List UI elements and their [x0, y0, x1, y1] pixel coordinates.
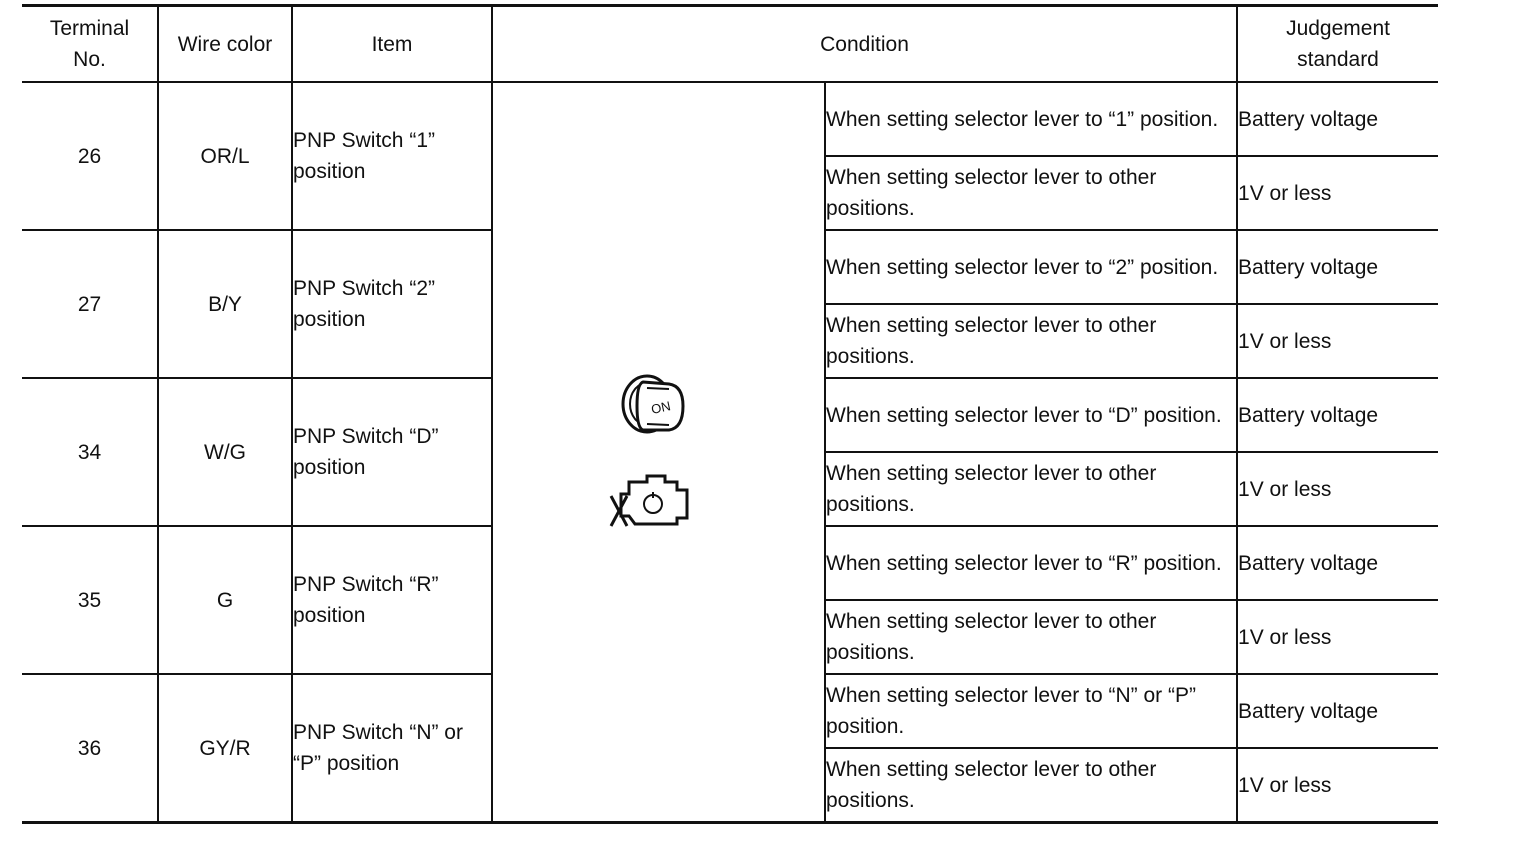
terminal-number: 34	[22, 377, 159, 527]
terminal-number: 27	[22, 229, 159, 379]
wire-color: G	[157, 525, 293, 675]
header-judgement-line1: Judgement	[1286, 17, 1390, 40]
table-row: When setting selector lever to other pos…	[22, 303, 1439, 379]
item-description: PNP Switch “2” position	[291, 229, 493, 379]
table-row: When setting selector lever to other pos…	[22, 155, 1439, 231]
wire-color: W/G	[157, 377, 293, 527]
item-description: PNP Switch “R” position	[291, 525, 493, 675]
condition-text: When setting selector lever to “R” posit…	[823, 525, 1239, 601]
header-wire-color: Wire color	[157, 4, 293, 83]
table-row: 34 W/G PNP Switch “D” position When sett…	[22, 377, 1439, 527]
condition-text: When setting selector lever to other pos…	[825, 303, 1239, 379]
header-item: Item	[291, 4, 493, 83]
engine-stopped-icon	[609, 474, 688, 527]
condition-text: When setting selector lever to other pos…	[825, 155, 1239, 231]
condition-icons: ON	[607, 372, 699, 532]
condition-text: When setting selector lever to other pos…	[825, 599, 1239, 675]
judgement-standard: Battery voltage	[1236, 377, 1439, 453]
condition-icons-cell: ON	[491, 81, 826, 824]
table-row: 27 B/Y PNP Switch “2” position When sett…	[22, 229, 1439, 379]
table-row: When setting selector lever to other pos…	[22, 747, 1439, 824]
table-row: When setting selector lever to other pos…	[22, 451, 1439, 527]
table-row: 26 OR/L PNP Switch “1” position ON	[22, 81, 1439, 824]
wire-color: GY/R	[157, 673, 293, 824]
header-condition: Condition	[490, 4, 1239, 83]
ignition-on-label: ON	[649, 398, 671, 417]
judgement-standard: Battery voltage	[1236, 673, 1439, 749]
terminal-number: 35	[22, 525, 159, 675]
terminal-number: 26	[22, 81, 159, 231]
header-row: Terminal No. Wire color Item Condition J…	[22, 4, 1439, 83]
condition-text: When setting selector lever to “2” posit…	[823, 229, 1239, 305]
judgement-standard: 1V or less	[1236, 451, 1439, 527]
header-judgement-line2: standard	[1297, 48, 1379, 71]
condition-text: When setting selector lever to other pos…	[825, 747, 1239, 824]
judgement-standard: Battery voltage	[1236, 229, 1439, 305]
table-row: 35 G PNP Switch “R” position When settin…	[22, 525, 1439, 675]
judgement-standard: 1V or less	[1236, 599, 1439, 675]
ignition-key-on-icon: ON	[621, 374, 685, 434]
condition-text: When setting selector lever to “D” posit…	[823, 377, 1239, 453]
header-judgement-standard: Judgement standard	[1236, 4, 1439, 83]
condition-text: When setting selector lever to other pos…	[825, 451, 1239, 527]
table-row: When setting selector lever to other pos…	[22, 599, 1439, 675]
judgement-standard: 1V or less	[1236, 747, 1439, 824]
judgement-standard: Battery voltage	[1236, 525, 1439, 601]
judgement-standard: Battery voltage	[1236, 81, 1439, 157]
terminal-judgement-table: Terminal No. Wire color Item Condition J…	[22, 4, 1439, 824]
wire-color: B/Y	[157, 229, 293, 379]
table-row: 36 GY/R PNP Switch “N” or “P” position W…	[22, 673, 1439, 824]
terminal-number: 36	[22, 673, 159, 824]
condition-text: When setting selector lever to “N” or “P…	[823, 673, 1239, 749]
item-description: PNP Switch “1” position	[291, 81, 493, 231]
header-terminal-line2: No.	[73, 48, 106, 71]
judgement-standard: 1V or less	[1236, 303, 1439, 379]
item-description: PNP Switch “D” position	[291, 377, 493, 527]
item-description: PNP Switch “N” or “P” position	[291, 673, 493, 824]
judgement-standard: 1V or less	[1236, 155, 1439, 231]
condition-text: When setting selector lever to “1” posit…	[823, 81, 1239, 157]
header-terminal-line1: Terminal	[49, 17, 130, 40]
header-terminal-no: Terminal No.	[22, 4, 159, 83]
wire-color: OR/L	[157, 81, 293, 231]
